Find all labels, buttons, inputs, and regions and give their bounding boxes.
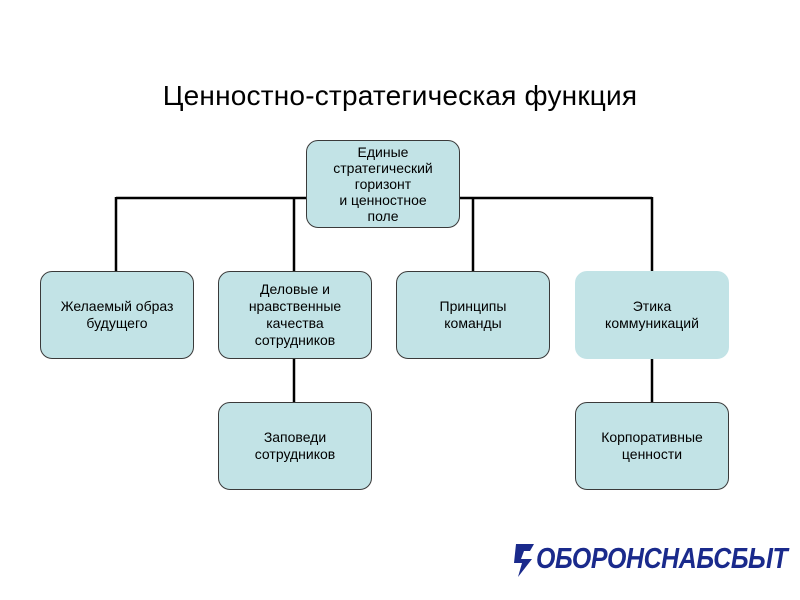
logo-text: ОБОРОНСНАБСБЫТ [536,542,788,575]
logo-emblem-icon [514,544,534,577]
node-corporate-values: Корпоративные ценности [575,402,729,490]
node-team-principles: Принципы команды [396,271,550,359]
company-logo: ОБОРОНСНАБСБЫТ [512,538,788,580]
diagram-title: Ценностно-стратегическая функция [162,80,638,111]
node-future-image: Желаемый образ будущего [40,271,194,359]
node-root: Единые стратегический горизонт и ценност… [306,140,460,228]
node-employee-commandments: Заповеди сотрудников [218,402,372,490]
node-communication-ethics: Этика коммуникаций [575,271,729,359]
node-business-qualities: Деловые и нравственные качества сотрудни… [218,271,372,359]
